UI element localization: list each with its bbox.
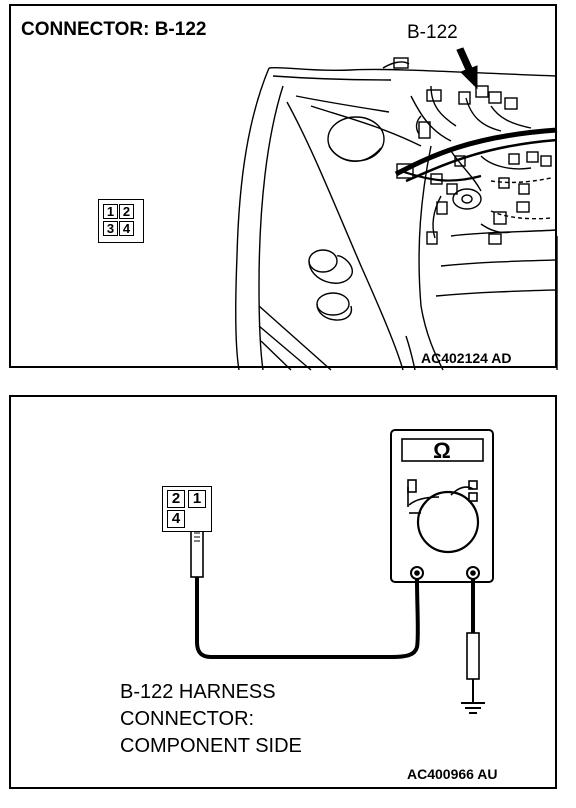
probe-2 [466, 632, 480, 680]
probe-1 [190, 526, 204, 578]
caption: B-122 HARNESS CONNECTOR: COMPONENT SIDE [120, 679, 400, 760]
pin-3: 3 [103, 221, 118, 236]
caption-line-2: CONNECTOR: [120, 708, 255, 730]
connector-location-panel: CONNECTOR: B-122 B-122 1 2 3 4 AC402124 … [9, 4, 558, 371]
test-lead-1 [195, 577, 420, 659]
meter-display [401, 438, 484, 462]
pin-2: 2 [167, 490, 185, 508]
figure-code: AC400966 AU [407, 766, 498, 782]
pin-4: 4 [167, 510, 185, 528]
ohm-symbol: Ω [433, 438, 451, 463]
multimeter-body [390, 429, 494, 583]
ground-icon [461, 697, 485, 714]
pin-1: 1 [103, 204, 118, 219]
engine-bay-illustration [235, 47, 558, 371]
pin-2: 2 [119, 204, 134, 219]
panel-title: CONNECTOR: B-122 [21, 19, 207, 40]
resistance-check-panel: Ω 2 1 4 B-122 HARNESS CONNECTOR: COMPONE… [9, 395, 557, 789]
callout-arrow [456, 47, 478, 90]
pin-1: 1 [188, 490, 206, 508]
meter-dial [416, 490, 480, 554]
pin-4: 4 [119, 221, 134, 236]
caption-line-1: B-122 HARNESS [120, 681, 276, 703]
harness-connector-icon: 2 1 4 [162, 486, 212, 532]
connector-face-icon: 1 2 3 4 [98, 199, 144, 243]
figure-code: AC402124 AD [421, 350, 512, 366]
caption-line-3: COMPONENT SIDE [120, 735, 302, 757]
callout-label: B-122 [407, 22, 458, 43]
